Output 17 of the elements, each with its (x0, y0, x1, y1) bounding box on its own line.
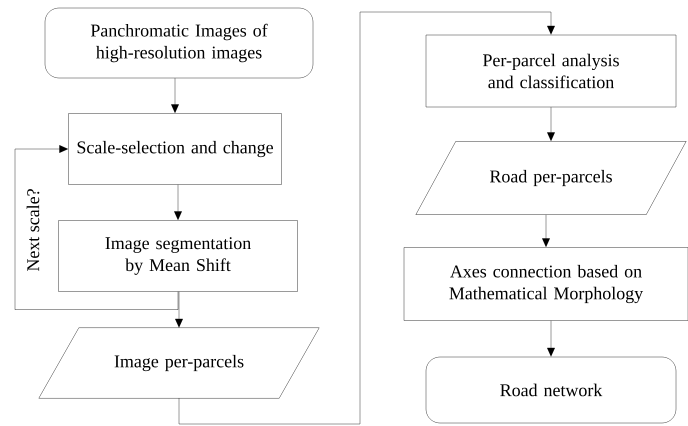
data-parallelogram: Road per-parcels (416, 141, 686, 215)
arrow (547, 107, 555, 142)
arrow (547, 320, 555, 357)
process-box: Scale-selection and change (68, 113, 282, 185)
arrow (14, 145, 178, 310)
process-box: Axes connection based on Mathematical Morphology (404, 247, 688, 321)
process-box: Image segmentation by Mean Shift (58, 220, 298, 292)
process-box: Per-parcel analysis and classification (426, 34, 676, 108)
terminal-box: Panchromatic Images of high-resolution images (44, 8, 314, 78)
arrow (178, 12, 555, 424)
arrow (175, 292, 183, 328)
data-parallelogram: Image per-parcels (38, 328, 320, 398)
edge-label: Next scale? (26, 187, 40, 273)
arrow (171, 78, 179, 114)
arrow (174, 184, 182, 220)
arrow (542, 214, 550, 248)
terminal-box: Road network (426, 356, 676, 424)
